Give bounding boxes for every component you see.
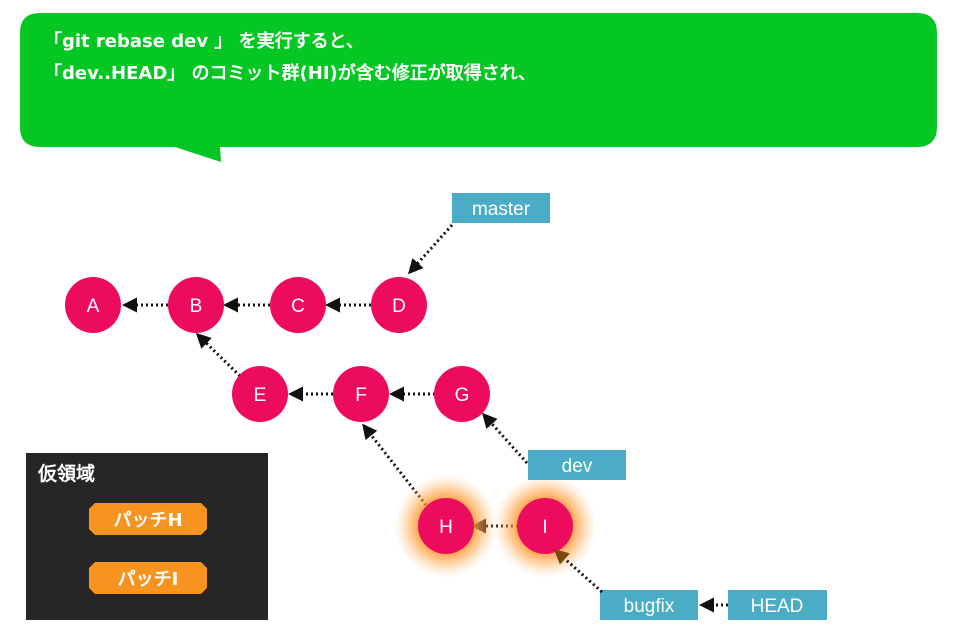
ref-label: bugfix <box>624 596 675 617</box>
callout-bubble: 「git rebase dev 」 を実行すると、 「dev..HEAD」 のコ… <box>20 13 937 162</box>
patch-label: パッチⅠ <box>118 569 179 590</box>
ref-label: master <box>472 199 531 220</box>
temp-area-title: 仮領域 <box>37 462 95 485</box>
callout-line-2: 「dev..HEAD」 のコミット群(HI)が含む修正が取得され、 <box>44 62 536 84</box>
commit-label: B <box>190 296 203 317</box>
ref-label: dev <box>562 456 593 477</box>
commit-i: I <box>517 498 573 554</box>
commit-b: B <box>168 277 224 333</box>
commit-c: C <box>270 277 326 333</box>
ref-label: HEAD <box>751 596 804 617</box>
commit-a: A <box>65 277 121 333</box>
commit-label: I <box>542 517 547 538</box>
arrow-master-to-d <box>408 224 454 275</box>
commit-label: A <box>87 296 100 317</box>
commit-label: C <box>291 296 305 317</box>
ref-master: master <box>452 193 550 223</box>
arrow-dev-to-g <box>481 412 529 465</box>
ref-dev: dev <box>528 450 626 480</box>
callout-line-1: 「git rebase dev 」 を実行すると、 <box>44 30 364 52</box>
arrow-bugfix-to-i <box>553 549 603 594</box>
temp-area-panel: 仮領域 パッチH パッチⅠ <box>26 453 268 620</box>
arrow-e-to-b <box>195 332 242 378</box>
patch-label: パッチH <box>113 510 182 531</box>
patch-i-tag: パッチⅠ <box>89 562 207 594</box>
commit-label: E <box>254 385 267 406</box>
commit-label: F <box>355 385 367 406</box>
commit-label: D <box>392 296 406 317</box>
commit-f: F <box>333 366 389 422</box>
commit-g: G <box>434 366 490 422</box>
commit-label: G <box>455 385 470 406</box>
commit-e: E <box>232 366 288 422</box>
commit-h: H <box>418 498 474 554</box>
ref-head: HEAD <box>728 590 827 620</box>
ref-bugfix: bugfix <box>600 590 698 620</box>
commit-d: D <box>371 277 427 333</box>
patch-h-tag: パッチH <box>89 503 207 535</box>
commit-nodes: A B C D E F G H <box>65 277 573 554</box>
commit-label: H <box>439 517 453 538</box>
